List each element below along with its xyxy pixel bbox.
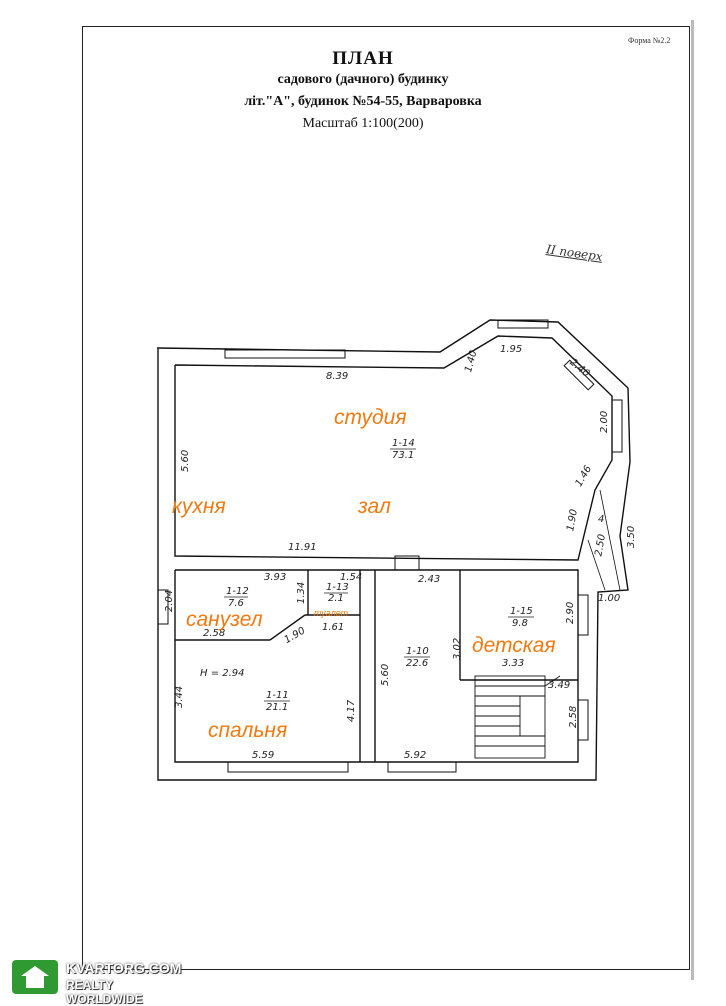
frame-shadow <box>691 20 694 980</box>
dimension-label: 1.00 <box>598 593 620 604</box>
dimension-label: 1.34 <box>296 582 307 604</box>
dimension-label: 1.54 <box>340 572 362 583</box>
plan-subtitle: садового (дачного) будинку <box>277 72 449 87</box>
dimension-label: 2.04 <box>164 590 175 612</box>
room-label-nursery: детская <box>472 634 556 657</box>
room-area-corridor: 22.6 <box>406 658 428 669</box>
dimension-label: 2.90 <box>565 602 576 624</box>
house-logo-icon <box>12 960 58 994</box>
dimension-label: 1.95 <box>500 344 522 355</box>
dimension-label: 1.40 <box>463 349 479 373</box>
dimension-lines <box>587 489 621 591</box>
form-number: Форма №2.2 <box>628 36 671 45</box>
dimension-label: 4.17 <box>346 699 357 722</box>
room-id-nursery: 1-15 <box>510 606 533 617</box>
dimension-label: 11.91 <box>288 542 317 553</box>
watermark: KVARTORG.COM REALTY WORLDWIDE <box>8 958 188 1006</box>
dimension-label: 2.40 <box>567 357 591 380</box>
room-id-studio: 1-14 <box>392 438 415 449</box>
plan-title: ПЛАН <box>332 48 394 69</box>
dimension-label: 3.49 <box>548 680 570 691</box>
plan-scale: Масштаб 1:100(200) <box>302 116 424 131</box>
room-id-toilet: 1-13 <box>326 582 349 593</box>
dimension-label: 2.43 <box>418 574 440 585</box>
dimension-label: 1.46 <box>574 464 595 489</box>
dimension-label: 2.00 <box>599 411 610 433</box>
dimension-label: 8.39 <box>326 371 348 382</box>
staircase <box>474 675 561 759</box>
room-label-studio: студия <box>334 406 407 429</box>
page-frame <box>82 26 690 970</box>
dimension-label: 3.93 <box>264 572 286 583</box>
room-label-kitchen: кухня <box>172 495 226 518</box>
watermark-line1: KVARTORG.COM <box>66 960 182 976</box>
room-area-bathroom: 7.6 <box>228 598 244 609</box>
windows <box>157 319 623 773</box>
bedroom-height-note: H = 2.94 <box>200 668 245 679</box>
dimension-label: 3.50 <box>626 526 637 548</box>
watermark-line2: REALTY WORLDWIDE <box>66 978 143 1006</box>
dimension-label: 5.92 <box>404 750 426 761</box>
outer-walls <box>156 319 631 781</box>
dimension-label: 4 <box>598 514 604 525</box>
dimension-label: 3.44 <box>174 686 185 708</box>
dimension-label: 2.58 <box>203 628 225 639</box>
room-label-bathroom: санузел <box>186 608 263 631</box>
room-id-bedroom: 1-11 <box>266 690 289 701</box>
room-area-nursery: 9.8 <box>512 618 528 629</box>
room-label-toilet: туалет <box>314 608 349 618</box>
dimension-label: 5.60 <box>180 450 191 472</box>
room-id-corridor: 1-10 <box>406 646 429 657</box>
dimension-label: 2.50 <box>593 533 608 557</box>
dimension-label: 5.59 <box>252 750 274 761</box>
dimension-label: 1.61 <box>322 622 344 633</box>
dimension-label: 5.60 <box>380 664 391 686</box>
room-id-bathroom: 1-12 <box>226 586 249 597</box>
room-area-toilet: 2.1 <box>328 593 344 604</box>
room-label-bedroom: спальня <box>208 719 287 742</box>
dimension-label: 3.33 <box>502 658 524 669</box>
plan-address: літ."А", будинок №54-55, Варваровка <box>244 94 482 109</box>
dimension-label: 3.02 <box>452 638 463 660</box>
dimension-label: 1.90 <box>565 508 580 532</box>
room-area-studio: 73.1 <box>392 450 414 461</box>
dimension-label: 2.58 <box>568 706 579 728</box>
room-label-hall: зал <box>357 495 391 518</box>
room-area-bedroom: 21.1 <box>266 702 288 713</box>
